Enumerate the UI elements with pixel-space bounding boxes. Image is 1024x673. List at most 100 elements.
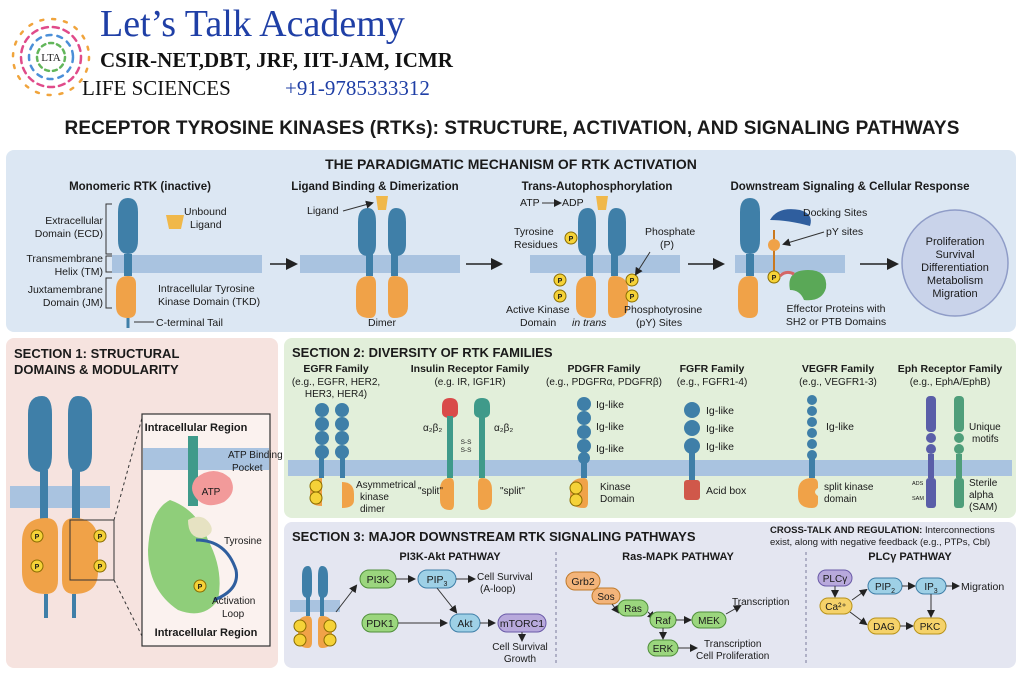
tm-label-1: Transmembrane	[26, 253, 103, 265]
crosstalk-line-2: exist, along with negative feedback (e.g…	[770, 537, 990, 548]
pysites-label: pY sites	[826, 226, 863, 238]
docking-label: Docking Sites	[803, 207, 867, 219]
egfr-eg-2: HER3, HER4)	[305, 389, 367, 400]
tm-helix-zoom	[188, 436, 198, 506]
active-kinase-label-2: Domain	[520, 317, 556, 329]
fgfr-ig-3: Ig-like	[706, 441, 734, 453]
phosphate-label-2: (P)	[660, 239, 674, 251]
activation-loop-label-2: Loop	[222, 609, 245, 620]
atp-pocket-label-2: Pocket	[232, 463, 263, 474]
pdgfr-ig-2: Ig-like	[596, 421, 624, 433]
ctail-label: C-terminal Tail	[156, 317, 223, 329]
ras-title: Ras-MAPK PATHWAY	[622, 551, 734, 563]
s1-p-1: P	[35, 534, 40, 541]
fgfr-acid-box: Acid box	[706, 485, 747, 497]
dimer-label: Dimer	[368, 317, 397, 329]
p-mark-4: P	[630, 278, 635, 285]
plcg-label: PLCγ	[823, 574, 847, 585]
erk-proliferation: Cell Proliferation	[696, 651, 769, 662]
section2-panel	[284, 338, 1016, 518]
pi3k-growth-2: Growth	[504, 654, 536, 665]
mek-label: MEK	[698, 616, 720, 627]
outcome-migration: Migration	[932, 288, 977, 300]
pkc-node	[913, 617, 947, 635]
unbound-ligand-shape	[166, 215, 184, 229]
adp-label: ADP	[562, 197, 584, 209]
pty-label-1: Phosphotyrosine	[624, 304, 702, 316]
activation-loop	[195, 538, 239, 602]
mtorc1-label: mTORC1	[500, 618, 544, 630]
sos-node	[591, 587, 621, 605]
pi3k-survival-1: Cell Survival	[477, 572, 533, 583]
field-name: LIFE SCIENCES	[82, 76, 231, 100]
vegfr-note-1: split kinase	[824, 482, 874, 493]
pdgfr-eg: (e.g., PDGFRα, PDGFRβ)	[546, 377, 662, 388]
mek-node	[691, 611, 727, 629]
crosstalk-bold: CROSS-TALK AND REGULATION:	[770, 525, 922, 536]
academy-name: Let’s Talk Academy	[100, 3, 405, 45]
ir-ab-left: α₂β₂	[423, 423, 442, 434]
page-title: RECEPTOR TYROSINE KINASES (RTKs): STRUCT…	[64, 118, 960, 139]
pdgfr-kinase-1: Kinase	[600, 482, 631, 493]
p-mark-2: P	[558, 278, 563, 285]
atp-zoom-label: ATP	[202, 487, 221, 498]
pi3k-growth-1: Cell Survival	[492, 642, 548, 653]
docking-protein	[770, 209, 811, 226]
pdk1-label: PDK1	[366, 618, 394, 630]
fgfr-eg: (e.g., FGFR1-4)	[677, 377, 748, 388]
sos-label: Sos	[597, 592, 614, 603]
eph-sterile-2: alpha	[969, 490, 994, 501]
vegfr-name: VEGFR Family	[802, 363, 875, 375]
s1-title-2: DOMAINS & MODULARITY	[14, 362, 179, 377]
effector-protein	[789, 270, 827, 301]
ca-node	[819, 597, 853, 615]
fgfr-ig-1: Ig-like	[706, 405, 734, 417]
pip2-sub: 2	[891, 588, 895, 595]
ligand-label: Ligand	[307, 205, 339, 217]
activation-loop-label-1: Activation	[212, 596, 255, 607]
ir-name: Insulin Receptor Family	[411, 363, 530, 375]
s1-p-3: P	[98, 534, 103, 541]
outcome-differentiation: Differentiation	[921, 262, 989, 274]
monomeric-rtk	[116, 198, 138, 328]
egfr-note-3: dimer	[360, 504, 386, 515]
pdgfr-kinase-2: Domain	[600, 494, 634, 505]
active-kinase-label-1: Active Kinase	[506, 304, 570, 316]
pdgfr-name: PDGFR Family	[568, 363, 641, 375]
eph-ads: ADS	[912, 481, 924, 487]
plc-migration: Migration	[961, 581, 1004, 593]
intra-region-top: Intracellular Region	[145, 422, 248, 434]
exam-list: CSIR-NET,DBT, JRF, IIT-JAM, ICMR	[100, 48, 453, 72]
membrane-1	[112, 255, 262, 273]
intra-region-bottom: Intracellular Region	[155, 627, 258, 639]
in-trans-label: in trans	[572, 317, 607, 329]
ir-eg: (e.g. IR, IGF1R)	[434, 377, 505, 388]
vegfr-ig: Ig-like	[826, 421, 854, 433]
fgfr-name: FGFR Family	[680, 363, 745, 375]
atp-label: ATP	[520, 197, 540, 209]
step3-label: Trans-Autophosphorylation	[522, 181, 673, 193]
membrane-4	[735, 255, 845, 273]
ir-receptor	[440, 398, 492, 510]
pdgfr-ig-3: Ig-like	[596, 443, 624, 455]
pip3-label: PIP3	[427, 574, 448, 588]
atp-pocket-label-1: ATP Binding	[228, 450, 283, 461]
eph-name: Eph Receptor Family	[898, 363, 1003, 375]
pi3k-label: PI3K	[367, 574, 390, 586]
phone-number: +91-9785333312	[285, 76, 430, 100]
jm-label-1: Juxtamembrane	[28, 284, 103, 296]
ir-ss-2: S-S	[461, 447, 473, 454]
ras-node	[617, 599, 649, 617]
pip2-text: PIP	[875, 582, 891, 593]
jm-label-2: Domain (JM)	[43, 297, 103, 309]
raf-label: Raf	[655, 616, 671, 627]
phospho-dimer	[576, 196, 628, 318]
s2-membrane	[288, 460, 1012, 476]
activation-title: THE PARADIGMATIC MECHANISM OF RTK ACTIVA…	[325, 156, 697, 172]
dimer-rtk	[356, 196, 408, 318]
grb2-label: Grb2	[571, 576, 595, 588]
eph-eg: (e.g., EphA/EphB)	[910, 377, 991, 388]
p-mark-6: P	[772, 275, 777, 282]
ip3-sub: 3	[934, 588, 938, 595]
